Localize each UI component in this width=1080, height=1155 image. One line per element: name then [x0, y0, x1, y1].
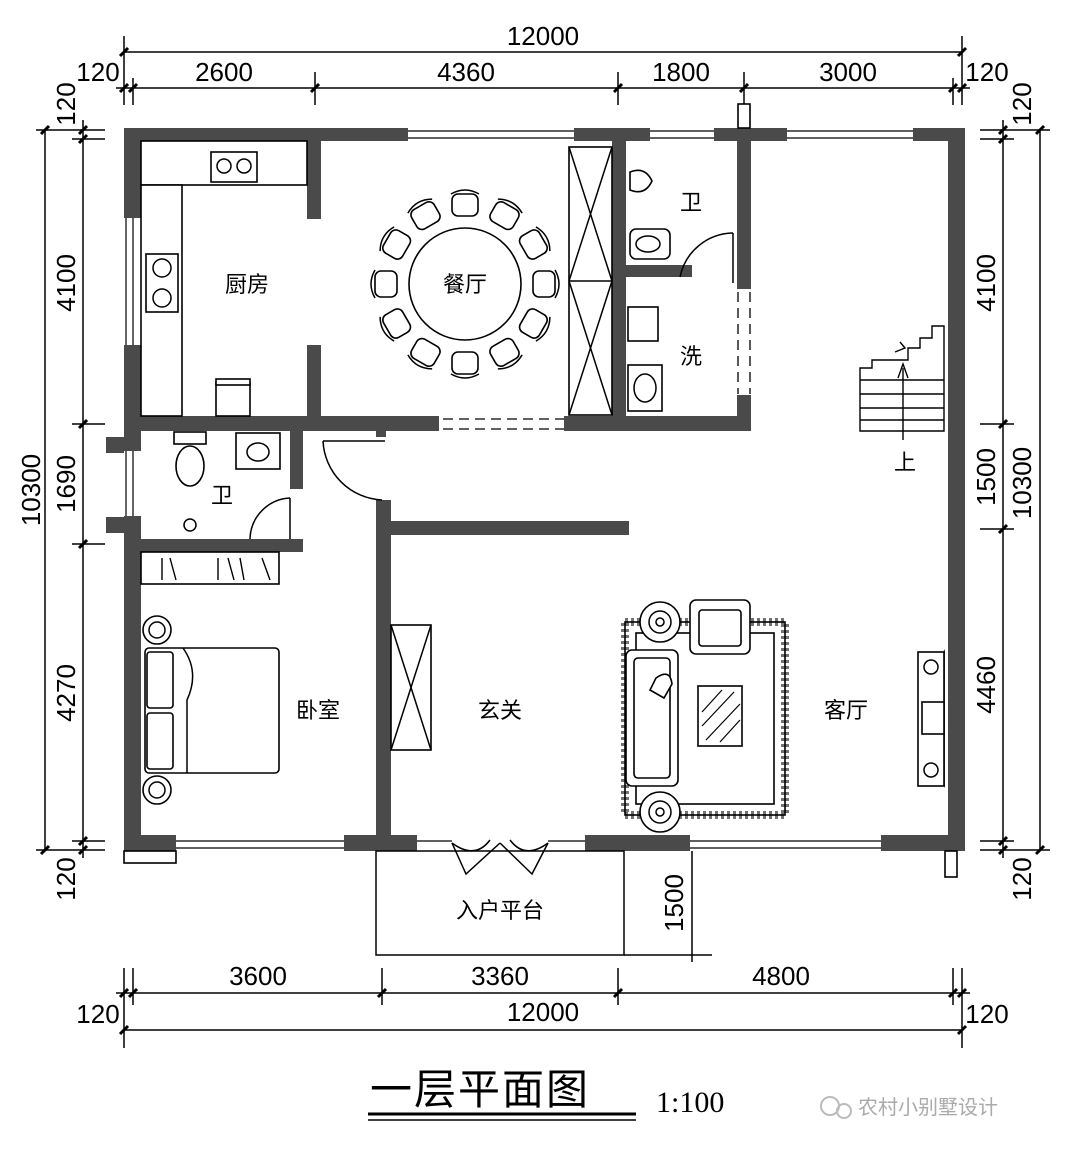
dining-chair: [407, 198, 441, 231]
windows: [125, 130, 913, 849]
bath-left-fixtures: [140, 431, 281, 585]
right-dimensions: 120 4100 1500 10300 4460 120: [971, 82, 1050, 901]
room-label-foyer: 玄关: [478, 699, 522, 724]
walls: [106, 128, 965, 851]
dim-left-1: 120: [51, 82, 81, 125]
dim-bottom-2: 3600: [229, 961, 287, 991]
dining-chairs: [370, 189, 560, 379]
room-label-dining: 餐厅: [443, 273, 487, 298]
storage-cabinet: [568, 146, 613, 416]
dim-top-5: 3000: [819, 57, 877, 87]
dim-bottom-5: 120: [965, 999, 1008, 1029]
watermark-text: 农村小别墅设计: [858, 1095, 998, 1119]
dim-porch-depth: 1500: [659, 874, 689, 932]
staircase: [859, 325, 945, 440]
room-label-bath-left: 卫: [211, 484, 233, 509]
dim-left-5: 120: [51, 857, 81, 900]
kitchen-fixtures: [140, 140, 308, 417]
dining-chair: [450, 351, 480, 379]
dim-bottom-total: 12000: [507, 997, 579, 1027]
room-label-living: 客厅: [824, 699, 868, 724]
room-label-kitchen: 厨房: [225, 273, 269, 298]
living-furniture: [621, 599, 945, 833]
dim-right-3: 1500: [971, 448, 1001, 506]
dim-right-5: 120: [1007, 857, 1037, 900]
dim-top-3: 4360: [437, 57, 495, 87]
openings: [443, 292, 751, 430]
left-dimensions: 10300 120 4100 1690 4270 120: [16, 82, 105, 901]
dim-bottom-3: 3360: [471, 961, 529, 991]
dining-chair: [370, 269, 398, 299]
porch: 1500 入户平台: [375, 850, 712, 962]
dining-chair: [450, 189, 480, 217]
dim-top-2: 2600: [195, 57, 253, 87]
dim-bottom-1: 120: [76, 999, 119, 1029]
drawing-scale: 1:100: [656, 1086, 724, 1119]
drawing-title: 一层平面图: [370, 1065, 590, 1114]
dim-right-total: 10300: [1007, 447, 1037, 519]
bottom-dimensions: 3600 3360 4800 120 120 12000: [76, 961, 1009, 1048]
dim-top-total: 12000: [507, 21, 579, 51]
dining-chair: [379, 226, 412, 260]
room-label-wash: 洗: [680, 345, 702, 370]
dim-right-2: 4100: [971, 254, 1001, 312]
dining-chair: [532, 269, 560, 299]
bed: [142, 615, 280, 805]
dim-left-total: 10300: [16, 454, 46, 526]
dining-chair: [379, 308, 412, 342]
bath-top-fixtures: [627, 169, 671, 412]
dining-chair: [518, 226, 551, 260]
dim-top-1: 120: [76, 57, 119, 87]
dim-bottom-4: 4800: [752, 961, 810, 991]
dining-chair: [518, 308, 551, 342]
stair-up-label: 上: [894, 451, 916, 476]
external-stubs: [123, 103, 958, 878]
room-label-porch: 入户平台: [456, 899, 544, 924]
top-dimensions: 12000 120 2600 4360 1800 3000 120: [76, 21, 1009, 105]
room-label-bath-top: 卫: [680, 191, 702, 216]
shoe-cabinet: [390, 624, 432, 751]
dining-chair: [489, 337, 523, 370]
dim-left-4: 4270: [51, 664, 81, 722]
dining-table: [370, 189, 560, 379]
room-label-bedroom: 卧室: [296, 699, 340, 724]
dim-top-4: 1800: [652, 57, 710, 87]
dim-left-3: 1690: [51, 455, 81, 513]
dim-right-1: 120: [1007, 82, 1037, 125]
watermark: 农村小别墅设计: [820, 1095, 998, 1119]
dim-right-4: 4460: [971, 656, 1001, 714]
dim-left-2: 4100: [51, 254, 81, 312]
dining-chair: [489, 198, 523, 231]
dim-top-6: 120: [965, 57, 1008, 87]
dining-chair: [407, 337, 441, 370]
